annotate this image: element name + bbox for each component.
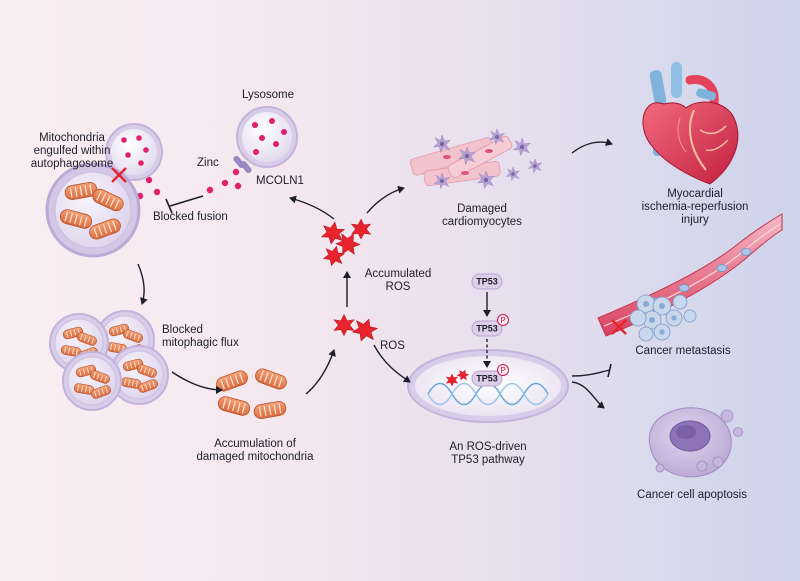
lysosome-label: Lysosome	[242, 89, 294, 101]
zinc-ions	[136, 168, 242, 200]
zinc-label: Zinc	[197, 157, 219, 169]
accumulation-label: Accumulation of damaged mitochondria	[196, 438, 314, 463]
tp53-text-3: TP53	[476, 374, 498, 384]
myocardial-injury-label: Myocardial ischemia-reperfusion injury	[641, 188, 749, 226]
blocked-flux-label: Blocked mitophagic flux	[162, 324, 239, 349]
metastasis-inhibit-bar	[607, 363, 612, 378]
tp53-pill-nuclear: TP53 P	[471, 364, 509, 387]
tp53-text-2: TP53	[476, 324, 498, 334]
tp53-pill-top: TP53	[471, 273, 503, 290]
blocked-fusion-label: Blocked fusion	[153, 211, 228, 223]
cardiomyocyte-icon	[409, 128, 543, 190]
inhibition-cross-icon	[111, 167, 127, 183]
cancer-apoptosis-label: Cancer cell apoptosis	[637, 489, 747, 501]
ros-label: ROS	[380, 340, 405, 352]
mitochondrion-icon	[213, 366, 290, 421]
cancer-metastasis-label: Cancer metastasis	[635, 345, 731, 357]
blocked-flux-cluster	[50, 311, 168, 410]
apoptotic-cell-icon	[648, 407, 743, 478]
phospho-text-1: P	[500, 316, 505, 325]
phospho-text-2: P	[500, 366, 505, 375]
blood-vessel-icon	[597, 213, 783, 342]
ros-tp53-pathway-label: An ROS-driven TP53 pathway	[449, 441, 527, 466]
mcoln1-label: MCOLN1	[256, 175, 304, 187]
lysosome-icon	[233, 106, 298, 174]
blocked-fusion-inhibitor	[165, 195, 204, 214]
tp53-pill-phospho: TP53 P	[471, 314, 509, 337]
heart-icon	[642, 62, 739, 185]
accumulated-ros-label: Accumulated ROS	[364, 268, 432, 293]
pathway-arrows	[137, 138, 613, 409]
mitochondria-engulfed-label: Mitochondria engulfed within autophagoso…	[30, 132, 114, 170]
autophagosome-icon	[45, 123, 163, 258]
metastasis-inhibition-cross	[611, 319, 627, 335]
tp53-text-1: TP53	[476, 277, 498, 287]
damaged-cardiomyocytes-label: Damaged cardiomyocytes	[442, 203, 522, 228]
